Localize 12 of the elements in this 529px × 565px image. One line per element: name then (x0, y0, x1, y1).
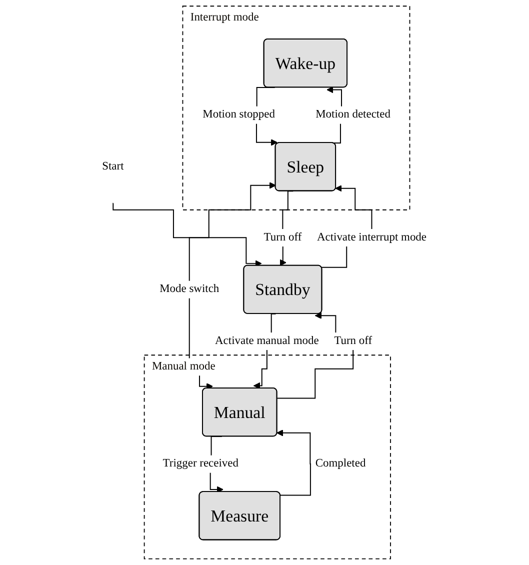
edge-label: Activate interrupt mode (317, 231, 427, 244)
edge-label: Trigger received (162, 458, 239, 470)
edge-label: Completed (316, 458, 366, 470)
edge-label: Turn off (334, 334, 372, 348)
edge-label: Motion stopped (202, 108, 276, 121)
edge-label: Mode switch (160, 283, 220, 296)
arrow (112, 202, 262, 267)
edge-label: Motion detected (316, 108, 391, 121)
node-text: Start (102, 160, 124, 173)
arrow (276, 430, 312, 496)
edge-label: Activate manual mode (215, 334, 320, 348)
edge-label: Turn off (264, 231, 302, 244)
